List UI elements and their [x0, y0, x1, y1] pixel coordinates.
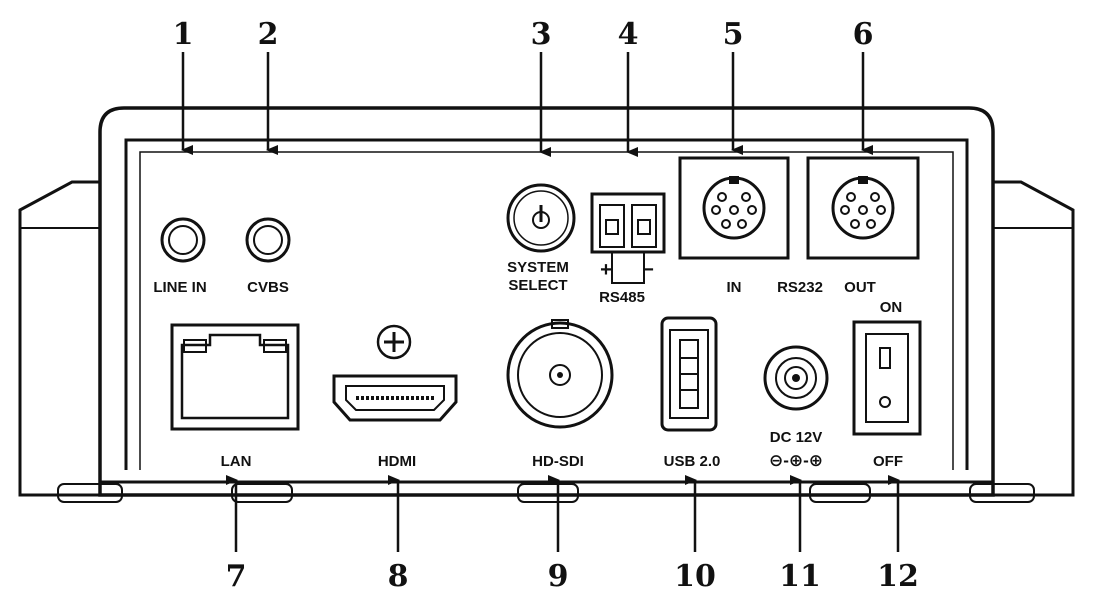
rs232-in-port	[678, 156, 790, 260]
callout-6: 6	[853, 17, 874, 52]
power-switch	[852, 320, 922, 436]
callouts-bottom: 7 8 9 10 11 12	[226, 559, 919, 594]
rs232-out-label: OUT	[844, 279, 876, 296]
callout-9: 9	[548, 559, 569, 594]
callout-5: 5	[723, 17, 744, 52]
power-on-label: ON	[880, 299, 903, 316]
callout-2: 2	[258, 17, 279, 52]
lan-port	[170, 323, 300, 431]
camera-housing	[18, 106, 1075, 503]
rs485-terminal	[590, 192, 666, 284]
arrows-top	[181, 52, 873, 157]
rs232-label: RS232	[777, 279, 823, 296]
hd-sdi-port	[506, 319, 614, 429]
hdmi-label: HDMI	[378, 453, 416, 470]
line-in-jack	[160, 217, 206, 263]
callout-4: 4	[618, 17, 639, 52]
usb-port	[660, 316, 718, 432]
cvbs-label: CVBS	[247, 279, 289, 296]
rs232-out-port	[806, 156, 920, 260]
arrows-bottom	[226, 475, 900, 552]
callout-10: 10	[674, 559, 716, 594]
select-label: SELECT	[508, 277, 567, 294]
lan-label: LAN	[221, 453, 252, 470]
usb-label: USB 2.0	[664, 453, 721, 470]
cvbs-jack	[245, 217, 291, 263]
rs232-in-label: IN	[727, 279, 742, 296]
power-off-label: OFF	[873, 453, 903, 470]
callout-11: 11	[779, 559, 821, 594]
hdmi-port	[332, 324, 458, 422]
callout-1: 1	[173, 17, 194, 52]
callout-3: 3	[531, 17, 552, 52]
rs485-plus: +	[600, 259, 612, 281]
system-label: SYSTEM	[507, 259, 569, 276]
callout-7: 7	[226, 559, 247, 594]
rs485-minus: −	[642, 259, 654, 281]
callout-8: 8	[388, 559, 409, 594]
callouts-top: 1 2 3 4 5 6	[173, 17, 874, 52]
line-in-label: LINE IN	[153, 279, 206, 296]
system-select-dial	[506, 183, 576, 253]
rs485-label: RS485	[599, 289, 645, 306]
dc-power-jack	[763, 345, 829, 411]
hd-sdi-label: HD-SDI	[532, 453, 584, 470]
callout-12: 12	[877, 559, 919, 594]
dc-polarity-label: ⊖-⊕-⊕	[769, 451, 823, 470]
dc-voltage-label: DC 12V	[770, 429, 823, 446]
